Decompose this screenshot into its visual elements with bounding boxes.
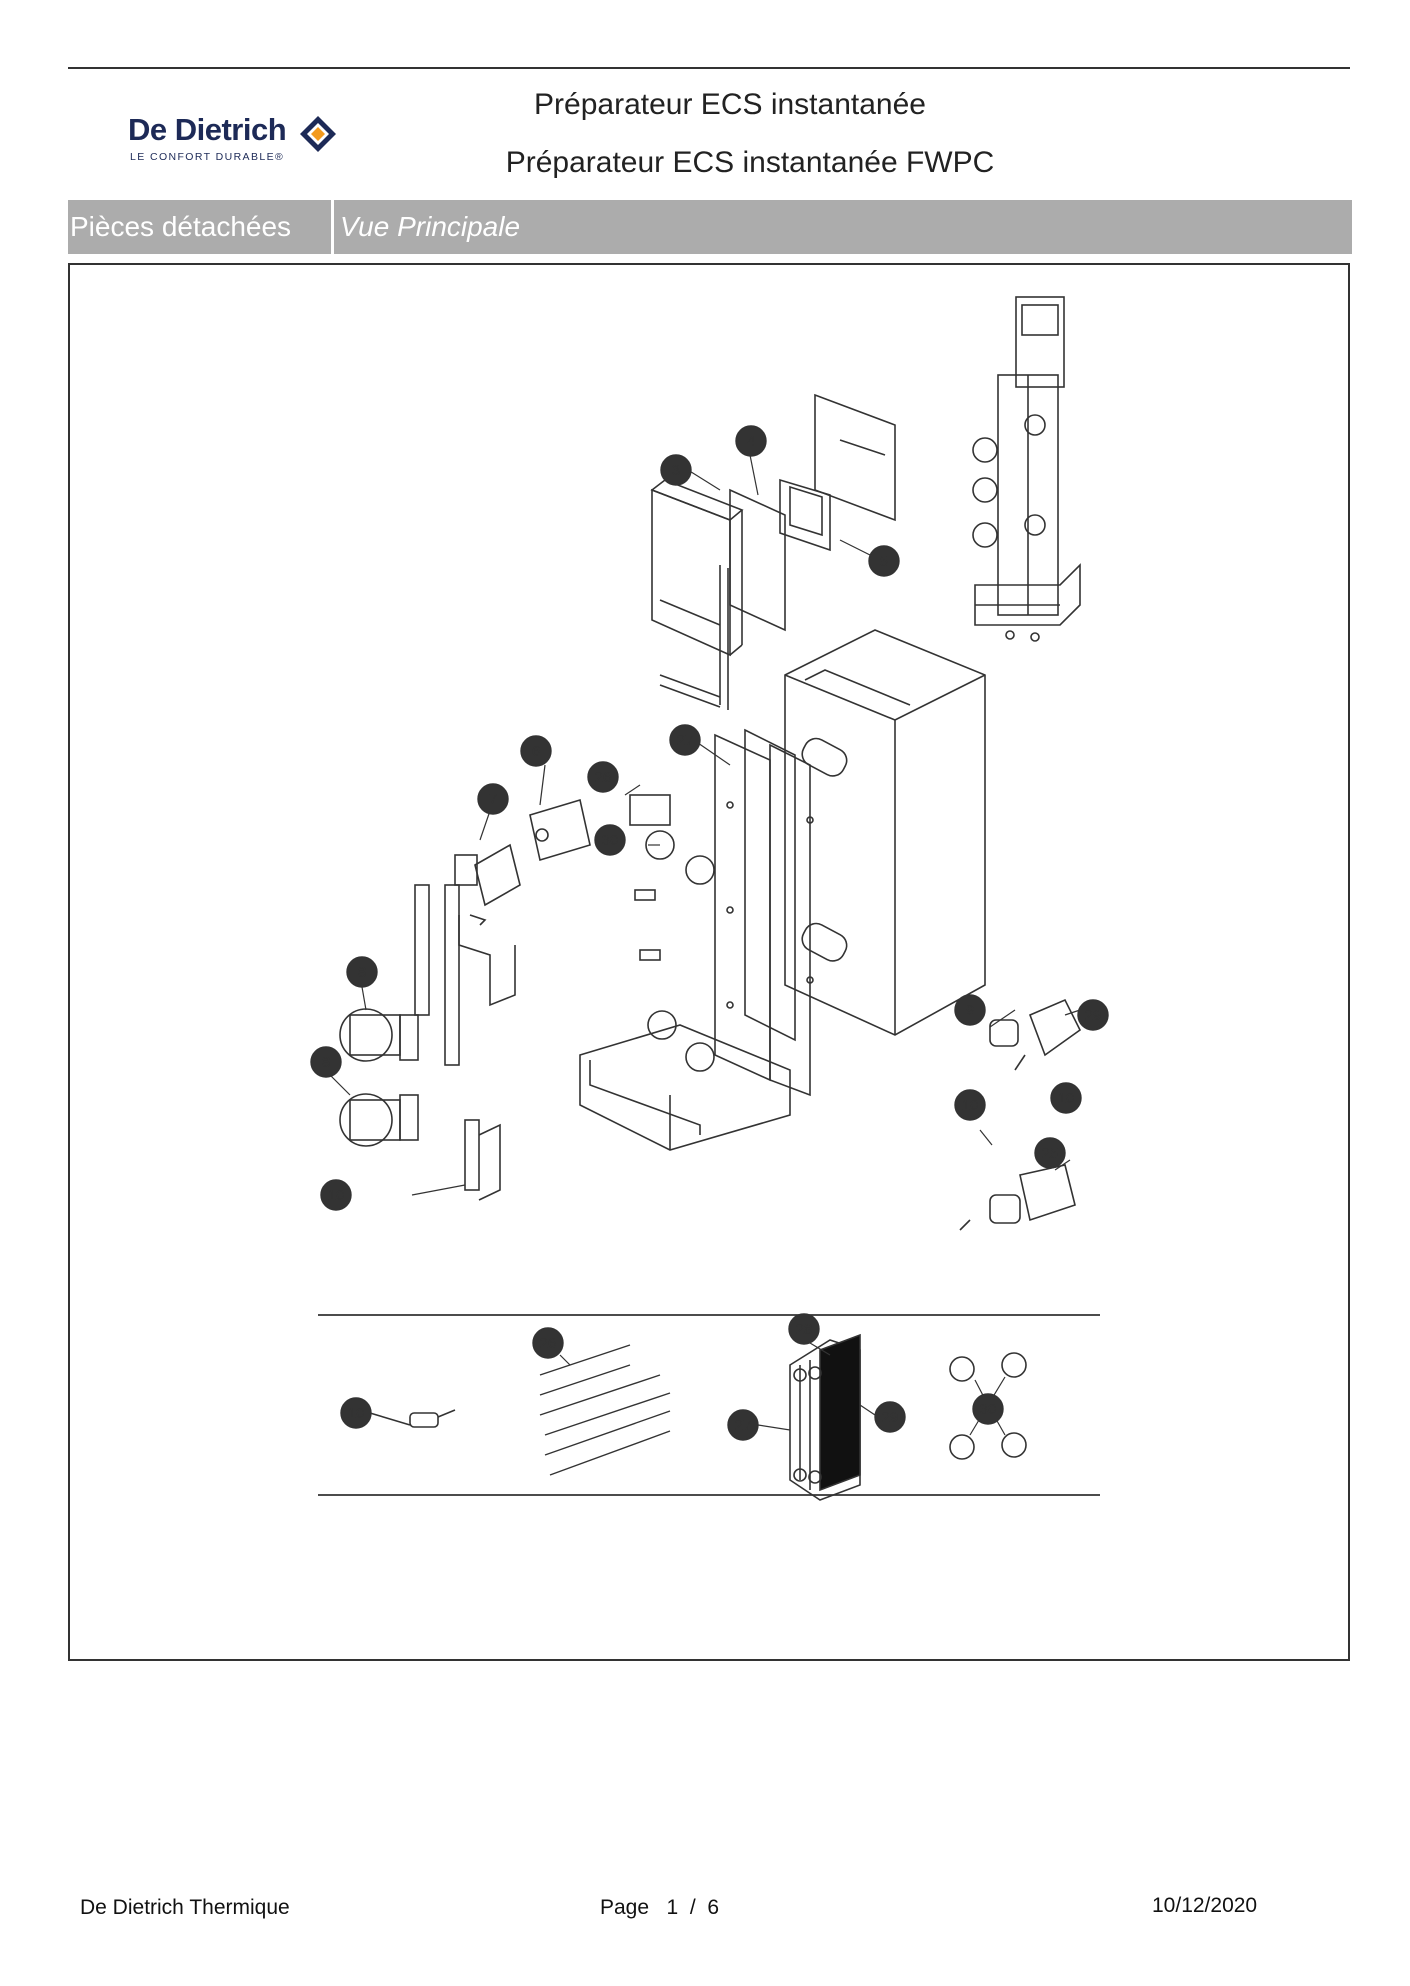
- callout-label: 8: [322, 1054, 330, 1071]
- detail-plate-exchanger: [789, 1333, 861, 1501]
- callout-label: 26: [595, 769, 612, 786]
- top-rule: [68, 67, 1350, 69]
- footer-page-number: Page 1 / 6: [600, 1896, 720, 1919]
- callout-bubbles: 3 4 5 27 26 6 7 30 8 8 10 9 29 10 10 25: [310, 425, 1109, 1211]
- detail-bolts: [539, 1344, 671, 1476]
- document-title: Préparateur ECS instantanée: [534, 88, 926, 121]
- exploded-view-frame: 3 4 5 27 26 6 7 30 8 8 10 9 29 10 10 25: [68, 263, 1350, 1661]
- callout-label: 5: [880, 553, 888, 570]
- detail-callout-bubbles: 10 26 28 27 29 30: [340, 1313, 1004, 1441]
- valve-motor: [529, 798, 591, 862]
- detail-gaskets: [949, 1352, 1027, 1460]
- callout-label: 10: [962, 1097, 979, 1114]
- section-header-bar: Pièces détachées Vue Principale: [68, 200, 1352, 254]
- callout-label: 9: [966, 1002, 974, 1019]
- rear-plate: [814, 393, 896, 522]
- circulating-pumps: [339, 1008, 419, 1147]
- heat-exchanger: [714, 728, 814, 1097]
- logo-tagline: LE CONFORT DURABLE®: [130, 151, 285, 163]
- three-way-valve: [454, 843, 521, 907]
- callout-label: 6: [532, 743, 540, 760]
- callout-label: 7: [489, 791, 497, 808]
- exploded-parts-diagram: 3 4 5 27 26 6 7 30 8 8 10 9 29 10 10 25: [310, 296, 1109, 1501]
- detail-callout-label: 26: [540, 1335, 557, 1352]
- detail-callout-label: 30: [980, 1401, 997, 1418]
- detail-callout-label: 28: [796, 1321, 813, 1338]
- document-subtitle: Préparateur ECS instantanée FWPC: [505, 146, 995, 179]
- detail-callout-label: 10: [348, 1405, 365, 1422]
- callout-label: 8: [358, 964, 366, 981]
- detail-sensor: [369, 1409, 456, 1428]
- main-casing: [784, 629, 986, 1036]
- detail-callout-label: 29: [882, 1409, 899, 1426]
- callout-leaders: [329, 454, 1081, 1196]
- callout-label: 10: [328, 1187, 345, 1204]
- brand-logo: De Dietrich LE CONFORT DURABLE®: [128, 112, 343, 168]
- diamond-logo-icon: [300, 116, 336, 152]
- detail-callout-label: 27: [735, 1417, 752, 1434]
- callout-label: 25: [1042, 1145, 1059, 1162]
- assembled-unit-thumbnail: [972, 296, 1081, 642]
- pipe-sections: [414, 884, 516, 1201]
- mounting-base: [579, 1024, 791, 1151]
- callout-label: 30: [602, 832, 619, 849]
- detail-leaders: [360, 1342, 1006, 1436]
- view-label: Vue Principale: [340, 211, 521, 242]
- callout-label: 29: [1085, 1007, 1102, 1024]
- section-label: Pièces détachées: [68, 200, 334, 254]
- callout-label: 10: [1058, 1090, 1075, 1107]
- footer-company: De Dietrich Thermique: [80, 1896, 290, 1919]
- callout-label: 3: [672, 462, 680, 479]
- callout-label: 4: [747, 433, 755, 450]
- callout-label: 27: [677, 732, 694, 749]
- logo-brand-text: De Dietrich: [128, 112, 287, 147]
- footer-date: 10/12/2020: [1152, 1894, 1258, 1917]
